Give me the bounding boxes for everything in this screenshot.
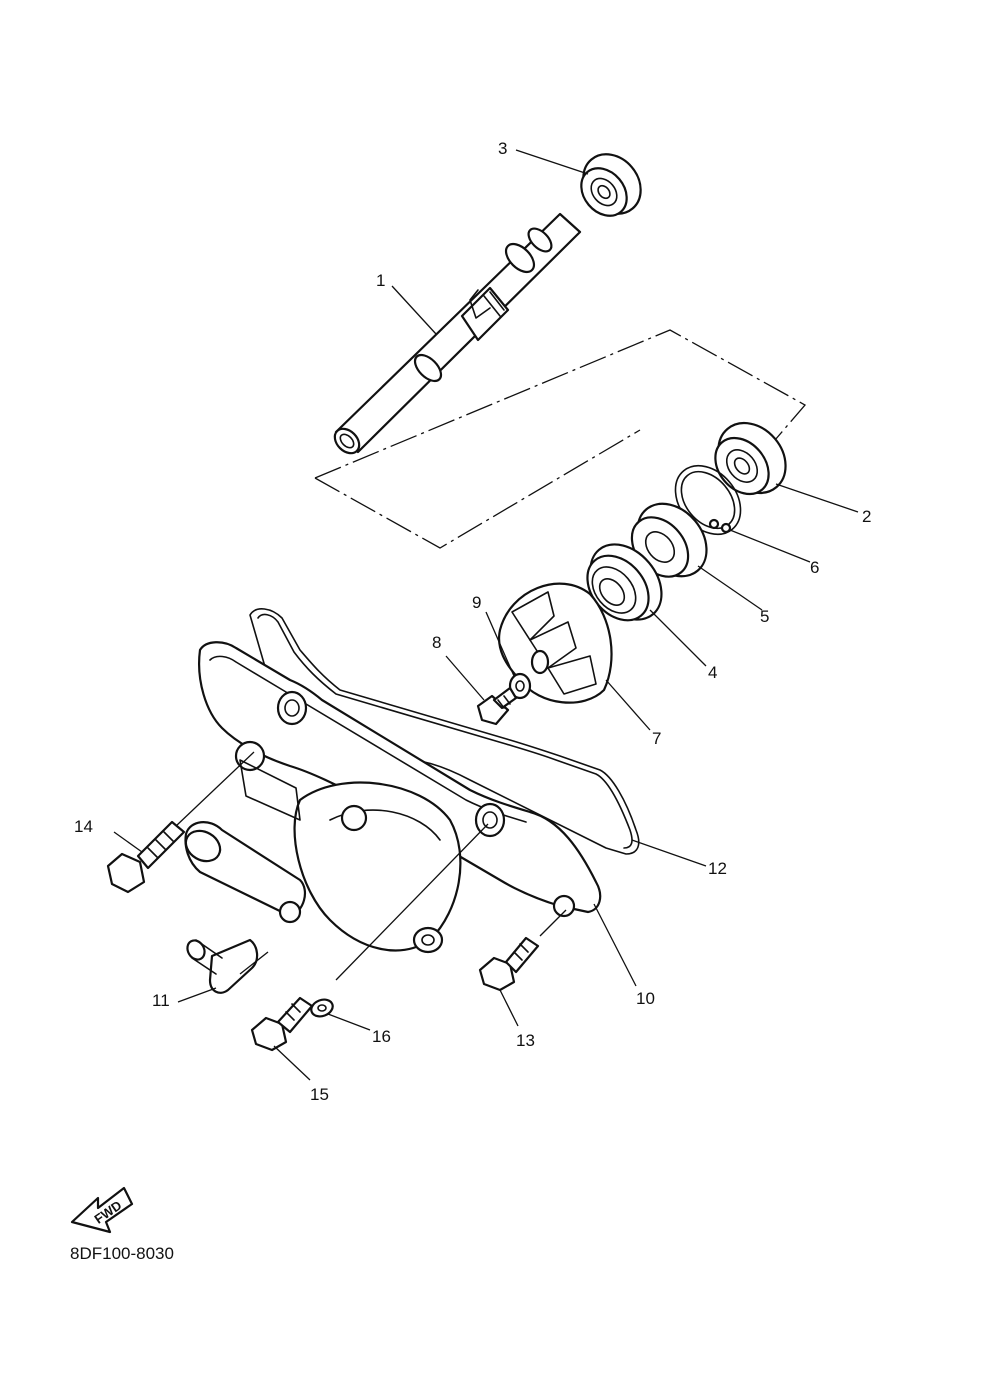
callout-7: 7 xyxy=(652,729,661,748)
cover-hole-upper-inner xyxy=(284,699,300,717)
alignment-frame xyxy=(314,329,807,479)
impeller-shaft[interactable] xyxy=(330,212,582,458)
callout-11: 11 xyxy=(152,991,170,1010)
cover-hole-upper xyxy=(276,690,308,726)
cover-hole-middle-inner xyxy=(482,811,498,829)
callout-15: 15 xyxy=(310,1085,329,1104)
callout-2: 2 xyxy=(862,507,871,526)
mechanical-seal[interactable] xyxy=(575,531,676,634)
callout-8: 8 xyxy=(432,633,441,652)
callouts: 1 2 3 4 5 6 7 8 9 10 11 12 13 14 15 16 xyxy=(74,139,871,1104)
callout-12: 12 xyxy=(708,859,727,878)
callout-4: 4 xyxy=(708,663,717,682)
callout-14: 14 xyxy=(74,817,93,836)
housing-bolt-right[interactable] xyxy=(478,936,540,992)
forward-direction-arrow-icon: FWD xyxy=(70,1186,134,1234)
cover-hole-middle xyxy=(474,802,506,838)
callout-1: 1 xyxy=(376,271,385,290)
cover-hole-lower xyxy=(552,894,576,918)
callout-6: 6 xyxy=(810,558,819,577)
drain-fitting[interactable] xyxy=(184,937,259,994)
callout-3: 3 xyxy=(498,139,507,158)
washer-copper[interactable] xyxy=(309,997,335,1020)
impeller-bolt[interactable] xyxy=(476,686,518,726)
callout-16: 16 xyxy=(372,1027,391,1046)
bearing-lower[interactable] xyxy=(704,410,799,507)
housing-bolt-left[interactable] xyxy=(106,820,186,894)
washer-small[interactable] xyxy=(508,672,532,700)
callout-5: 5 xyxy=(760,607,769,626)
bearing-top[interactable] xyxy=(572,143,653,225)
callout-9: 9 xyxy=(472,593,481,612)
gasket-o-ring-inner xyxy=(257,613,633,849)
diagram-code: 8DF100-8030 xyxy=(70,1244,174,1263)
callout-10: 10 xyxy=(636,989,655,1008)
callout-13: 13 xyxy=(516,1031,535,1050)
housing-bolt-bottom[interactable] xyxy=(250,996,314,1052)
leader-lines xyxy=(113,149,859,1081)
housing-cover-edge xyxy=(209,655,527,823)
alignment-frame-lower xyxy=(314,429,641,549)
pump-housing[interactable] xyxy=(180,759,462,954)
